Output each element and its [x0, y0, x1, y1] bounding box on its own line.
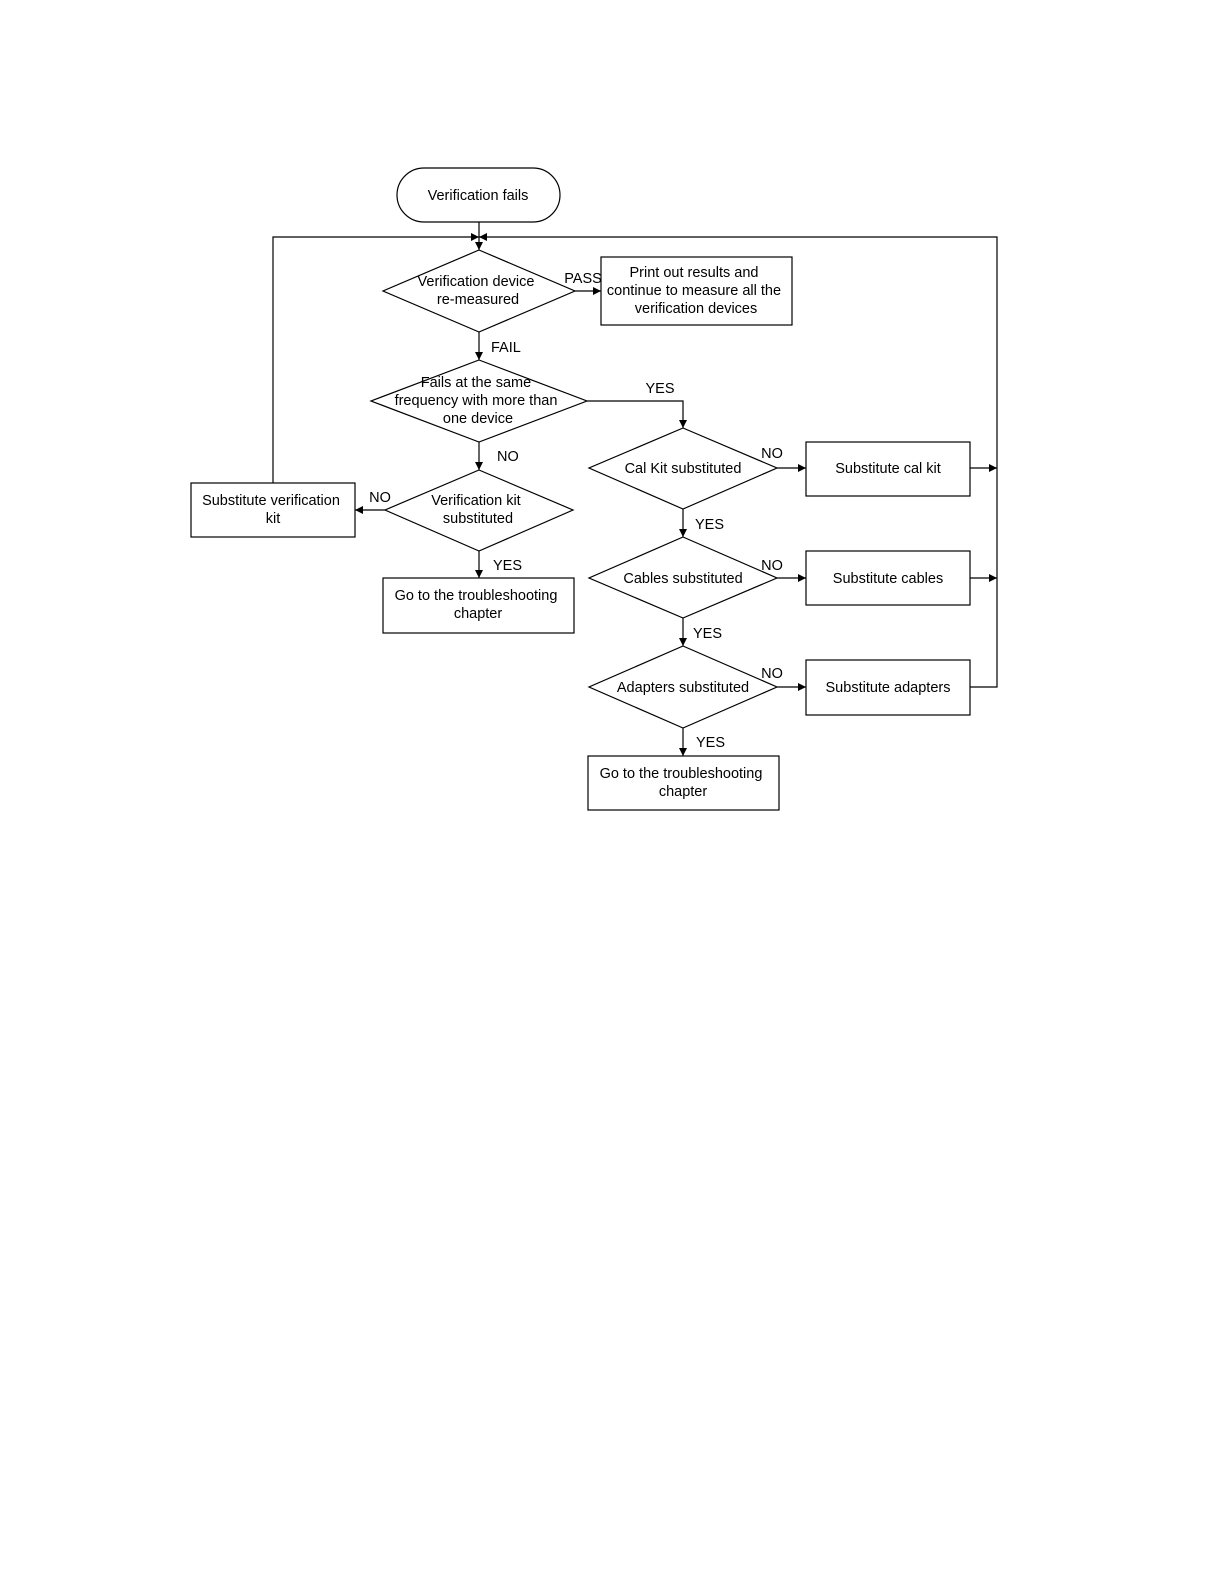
edge-loop-right	[479, 233, 998, 688]
troubleshoot-left-text: Go to the troubleshooting chapter	[395, 588, 562, 622]
label-no-cables: NO	[761, 558, 783, 574]
label-yes-adapters: YES	[696, 735, 725, 751]
subst-adapters-text: Substitute adapters	[826, 680, 951, 696]
subst-cables-text: Substitute cables	[833, 571, 943, 587]
label-yes-cal-kit: YES	[695, 517, 724, 533]
troubleshoot-right-text: Go to the troubleshooting chapter	[600, 766, 767, 800]
label-pass: PASS	[564, 271, 602, 287]
verif-kit-subst-text: Verification kit substituted	[431, 493, 525, 527]
label-no-same-freq: NO	[497, 449, 519, 465]
label-no-verif-kit: NO	[369, 490, 391, 506]
label-no-adapters: NO	[761, 666, 783, 682]
cables-subst-text: Cables substituted	[623, 571, 742, 587]
label-no-cal-kit: NO	[761, 446, 783, 462]
subst-cables-box	[805, 550, 971, 606]
label-yes-cables: YES	[693, 626, 722, 642]
subst-verif-kit-box	[190, 482, 356, 538]
cal-kit-subst-text: Cal Kit substituted	[625, 461, 742, 477]
troubleshoot-left-box	[382, 577, 575, 634]
label-yes-verif-kit: YES	[493, 558, 522, 574]
remeasure-text: Verification device re-measured	[418, 274, 539, 308]
subst-verif-kit-text: Substitute verification kit	[202, 493, 344, 527]
edge-loop-left	[272, 233, 479, 483]
start-terminal-text: Verification fails	[428, 188, 529, 204]
subst-cal-kit-text: Substitute cal kit	[835, 461, 941, 477]
same-freq-text: Fails at the same frequency with more th…	[395, 375, 562, 427]
print-results-text: Print out results and continue to measur…	[607, 265, 785, 317]
label-yes-same-freq: YES	[645, 381, 674, 397]
edge-yes-same-freq	[587, 400, 687, 428]
troubleshoot-right-box	[587, 755, 780, 811]
print-results-box	[600, 256, 793, 326]
adapters-subst-text: Adapters substituted	[617, 680, 749, 696]
remeasure-decision	[381, 249, 577, 333]
label-fail: FAIL	[491, 340, 521, 356]
subst-cal-kit-box	[805, 441, 971, 497]
